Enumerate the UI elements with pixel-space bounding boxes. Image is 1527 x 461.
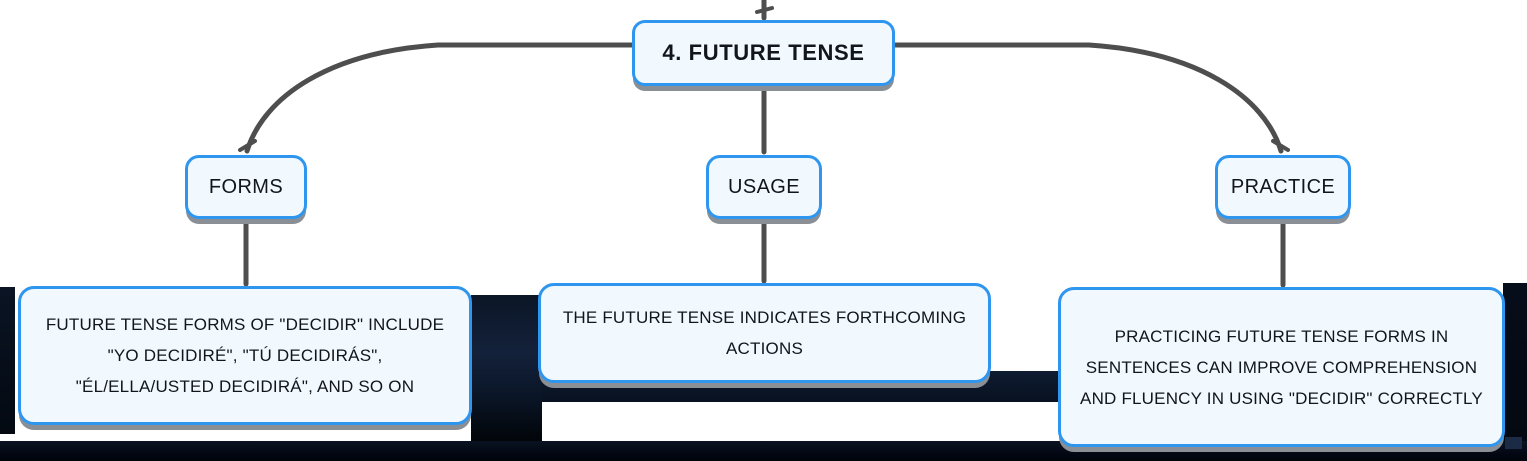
node-detail-practice-text: PRACTICING FUTURE TENSE FORMS IN SENTENC… — [1080, 326, 1483, 408]
node-root-future-tense[interactable]: 4. FUTURE TENSE — [632, 20, 895, 86]
connector-parent-tick — [755, 6, 774, 14]
background-dark-strip-right — [1503, 283, 1527, 450]
background-dark-sliver-left — [0, 287, 15, 434]
node-topic-practice-label: PRACTICE — [1230, 175, 1336, 198]
node-topic-practice[interactable]: PRACTICE — [1215, 155, 1351, 219]
connector-forms-tick — [238, 139, 257, 152]
node-topic-usage[interactable]: USAGE — [706, 155, 822, 219]
node-detail-practice[interactable]: PRACTICING FUTURE TENSE FORMS IN SENTENC… — [1058, 287, 1505, 447]
node-detail-usage[interactable]: THE FUTURE TENSE INDICATES FORTHCOMING A… — [538, 283, 991, 383]
node-root-label: 4. FUTURE TENSE — [662, 40, 865, 65]
connector-root-practice — [892, 42, 1284, 154]
background-dark-chip-bottom-right — [1505, 437, 1522, 449]
node-detail-forms-text: FUTURE TENSE FORMS OF "DECIDIR" INCLUDE … — [45, 315, 445, 396]
background-dark-wedge-center-left — [471, 295, 542, 441]
node-topic-forms-label: FORMS — [208, 175, 284, 198]
connector-root-forms — [244, 42, 636, 154]
node-detail-usage-text: THE FUTURE TENSE INDICATES FORTHCOMING A… — [562, 308, 967, 358]
connector-practice-tick — [1271, 139, 1290, 152]
node-topic-usage-label: USAGE — [727, 175, 801, 198]
node-detail-forms[interactable]: FUTURE TENSE FORMS OF "DECIDIR" INCLUDE … — [18, 286, 472, 425]
node-topic-forms[interactable]: FORMS — [185, 155, 307, 219]
